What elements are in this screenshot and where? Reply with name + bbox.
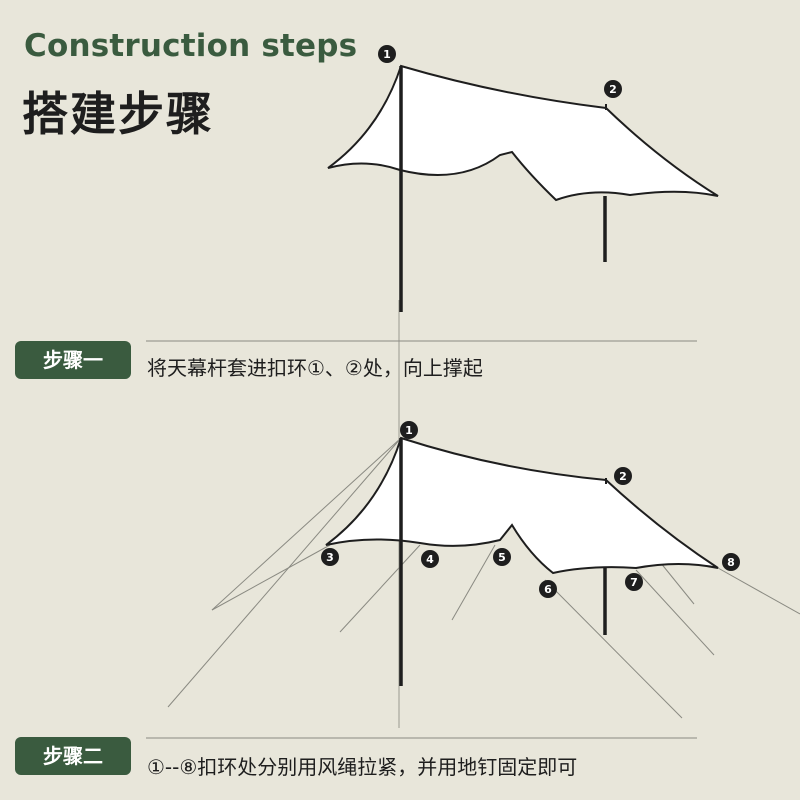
title-chinese: 搭建步骤 xyxy=(22,87,214,141)
svg-text:2: 2 xyxy=(609,83,617,96)
marker-d2-1: 1 xyxy=(400,421,418,439)
diagram-step1: 1 2 xyxy=(327,45,719,312)
diagram-step2: 1 2 3 4 5 6 7 8 xyxy=(167,421,800,719)
svg-text:5: 5 xyxy=(498,551,506,564)
tarp-step2 xyxy=(325,436,719,575)
marker-d1-2: 2 xyxy=(604,80,622,98)
marker-d2-3: 3 xyxy=(321,548,339,566)
step2-text: ①--⑧扣环处分别用风绳拉紧，并用地钉固定即可 xyxy=(147,755,578,779)
svg-text:1: 1 xyxy=(383,48,391,61)
svg-text:3: 3 xyxy=(326,551,334,564)
marker-d2-2: 2 xyxy=(614,467,632,485)
marker-d2-5: 5 xyxy=(493,548,511,566)
svg-text:2: 2 xyxy=(619,470,627,483)
guy-ropes xyxy=(167,437,800,719)
step1-text: 将天幕杆套进扣环①、②处，向上撑起 xyxy=(147,356,483,380)
step1-badge: 步骤一 xyxy=(15,341,131,379)
tarp-step1 xyxy=(327,64,719,202)
svg-text:4: 4 xyxy=(426,553,434,566)
marker-d2-6: 6 xyxy=(539,580,557,598)
marker-d2-7: 7 xyxy=(625,573,643,591)
marker-d2-4: 4 xyxy=(421,550,439,568)
step2-badge: 步骤二 xyxy=(15,737,131,775)
svg-text:7: 7 xyxy=(630,576,638,589)
svg-text:6: 6 xyxy=(544,583,552,596)
marker-d2-8: 8 xyxy=(722,553,740,571)
marker-d1-1: 1 xyxy=(378,45,396,63)
svg-text:1: 1 xyxy=(405,424,413,437)
title-english: Construction steps xyxy=(24,28,358,64)
svg-text:8: 8 xyxy=(727,556,735,569)
